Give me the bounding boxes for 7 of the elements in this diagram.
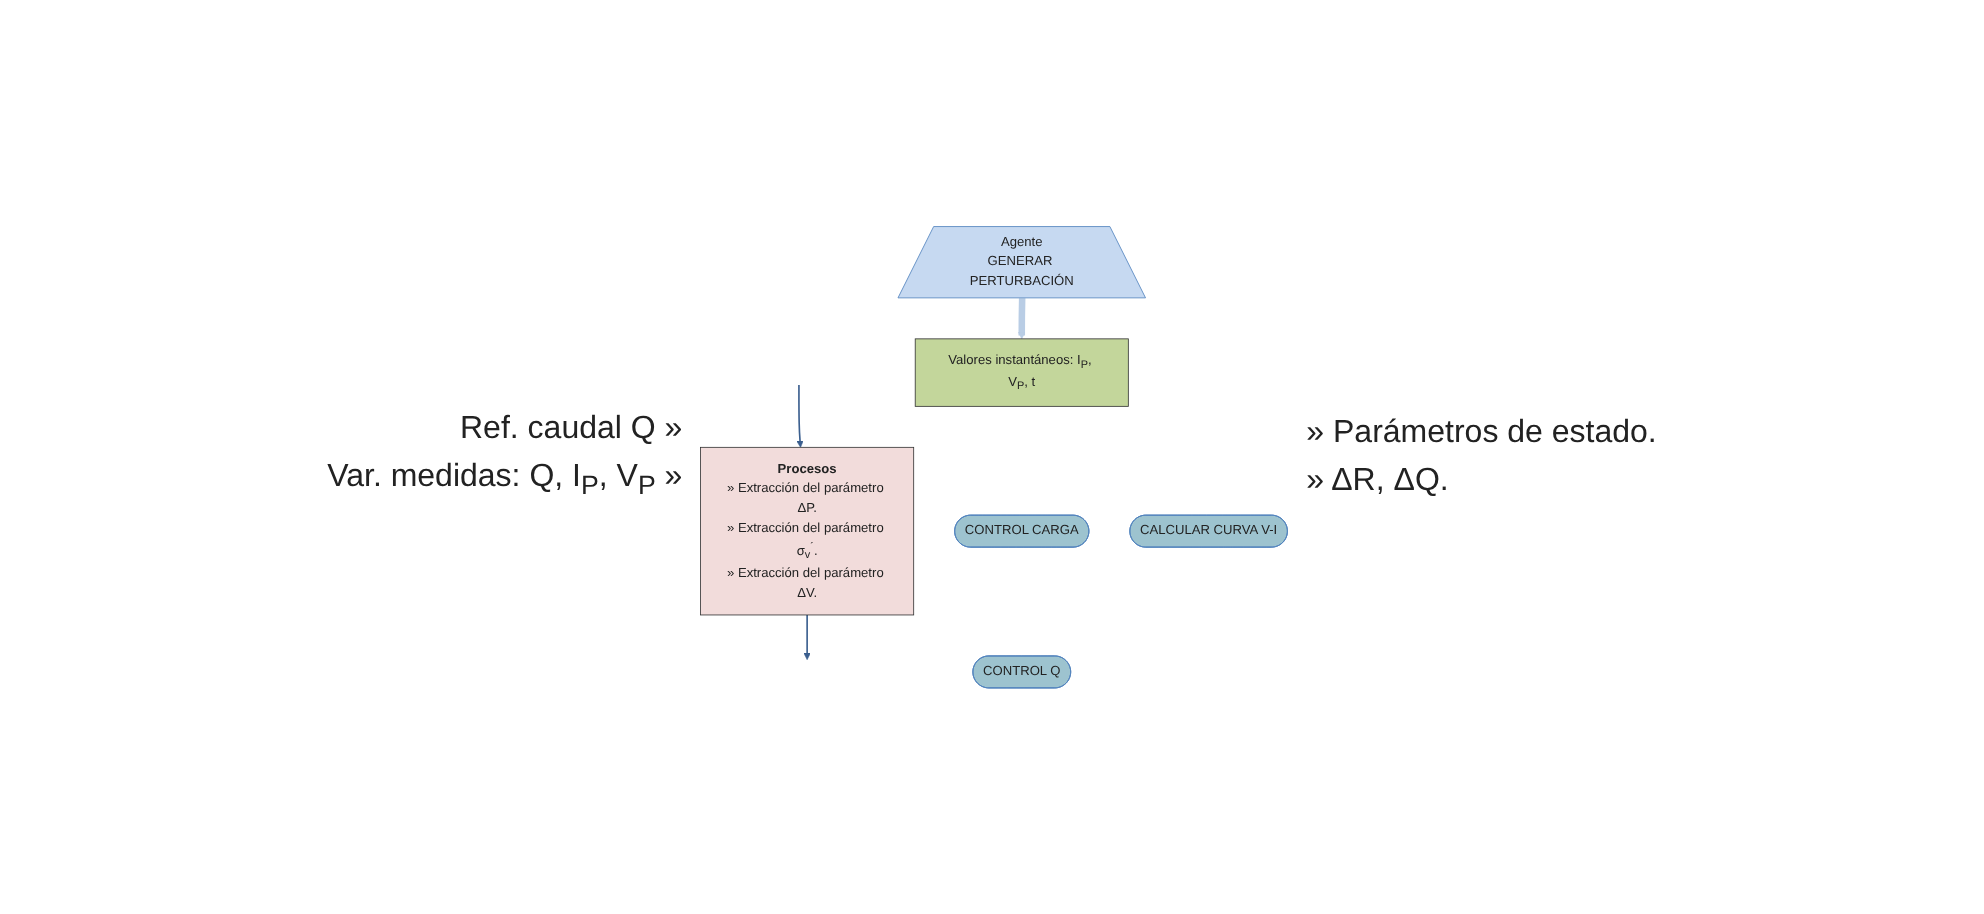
arrow (803, 613, 812, 660)
side-note: » Parámetros de estado. (1306, 413, 1657, 453)
side-note: Var. medidas: Q, I$_{P}$, V$_{P}$ » (327, 458, 683, 506)
side-note: Ref. caudal Q » (458, 410, 683, 451)
arrow (796, 383, 804, 448)
side-note: » ΔR, ΔQ. (1306, 461, 1451, 501)
arrow (1018, 297, 1026, 339)
